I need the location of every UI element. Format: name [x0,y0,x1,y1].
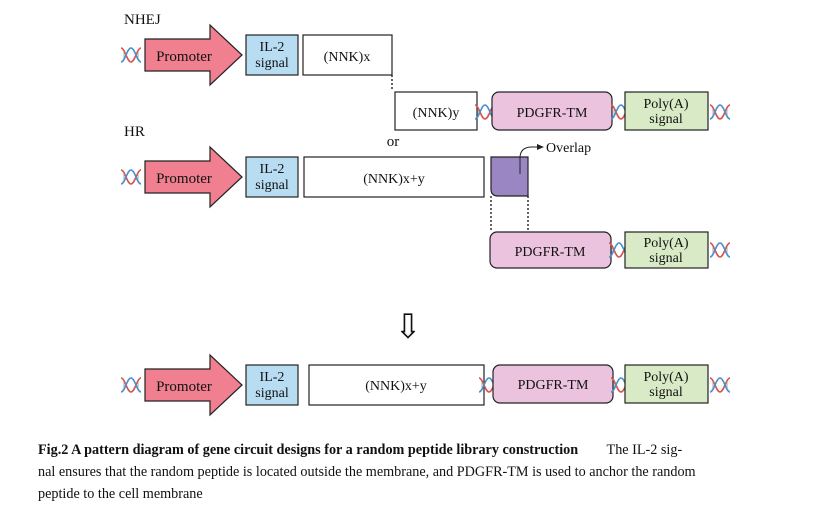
gene-circuit-diagram: NHEJ Promoter IL-2 signal (NNK)x (NNK)y … [120,12,731,417]
dna-helix-icon [709,104,731,120]
down-arrow-icon: ⇩ [394,309,423,346]
nnk-xy-box: (NNK)x+y [308,364,485,406]
or-label: or [387,134,400,150]
polya-line2: signal [649,112,683,127]
pdgfr-tm-box: PDGFR-TM [489,231,612,269]
overlap-arrowhead-icon [537,144,544,150]
polya-line2: signal [649,385,683,400]
overlap-box [490,156,529,197]
dna-helix-icon [120,47,142,63]
nnk-xy-box: (NNK)x+y [303,156,485,198]
nnk-y-box: (NNK)y [394,91,478,131]
pdgfr-tm-label: PDGFR-TM [517,106,588,121]
caption-text-line2: nal ensures that the random peptide is l… [38,464,696,480]
polya-line2: signal [649,251,683,266]
il2-line1: IL-2 [260,370,285,385]
polya-line1: Poly(A) [643,370,688,385]
promoter-arrow: Promoter [144,23,243,87]
overlap-pointer [519,146,538,174]
overlap-label: Overlap [546,141,591,156]
nnk-x-label: (NNK)x [324,50,371,65]
pdgfr-tm-label: PDGFR-TM [518,378,589,393]
polya-line1: Poly(A) [643,236,688,251]
il2-line2: signal [255,178,289,193]
pdgfr-tm-label: PDGFR-TM [515,245,586,260]
dna-helix-icon [120,377,142,393]
hr-label: HR [124,124,145,140]
il2-signal-box: IL-2 signal [245,156,299,198]
dna-helix-icon [709,242,731,258]
pdgfr-tm-box: PDGFR-TM [492,364,614,404]
promoter-arrow: Promoter [144,353,243,417]
il2-signal-box: IL-2 signal [245,34,299,76]
nnk-xy-label: (NNK)x+y [365,379,427,394]
nhej-label: NHEJ [124,12,161,28]
figure-caption: Fig.2 A pattern diagram of gene circuit … [38,439,818,505]
il2-line2: signal [255,56,289,71]
caption-title: Fig.2 A pattern diagram of gene circuit … [38,442,579,458]
promoter-label: Promoter [156,379,212,395]
il2-line2: signal [255,386,289,401]
il2-signal-box: IL-2 signal [245,364,299,406]
polya-signal-box: Poly(A) signal [624,91,709,131]
nnk-xy-label: (NNK)x+y [363,172,425,187]
dna-helix-icon [120,169,142,185]
nnk-x-box: (NNK)x [302,34,393,76]
pdgfr-tm-box: PDGFR-TM [491,91,613,131]
promoter-arrow: Promoter [144,145,243,209]
il2-line1: IL-2 [260,40,285,55]
polya-signal-box: Poly(A) signal [624,231,709,269]
caption-text-line3: peptide to the cell membrane [38,486,203,502]
caption-text-line1: The IL-2 sig- [606,442,683,458]
caption-line-1: Fig.2 A pattern diagram of gene circuit … [38,439,818,461]
polya-signal-box: Poly(A) signal [624,364,709,404]
polya-line1: Poly(A) [643,97,688,112]
dna-helix-icon [709,377,731,393]
nnk-y-label: (NNK)y [413,106,460,121]
promoter-label: Promoter [156,171,212,187]
promoter-label: Promoter [156,49,212,65]
il2-line1: IL-2 [260,162,285,177]
